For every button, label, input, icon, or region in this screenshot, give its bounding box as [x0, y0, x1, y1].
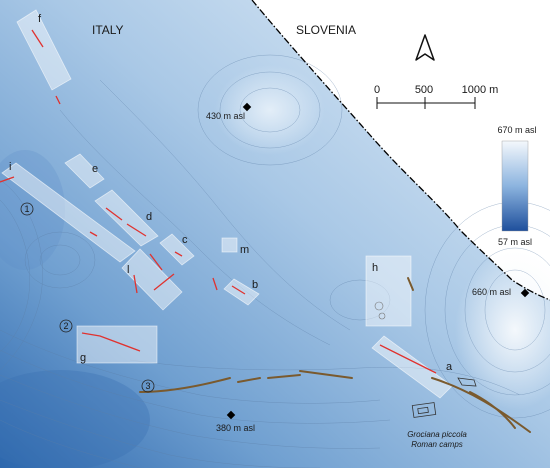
feature-a [379, 344, 437, 374]
feature-i2 [89, 231, 98, 237]
area-box-l [121, 248, 183, 311]
area-box-m [221, 237, 238, 253]
elevation-label-430: 430 m asl [206, 111, 245, 121]
area-box-e [64, 153, 105, 189]
area-box-c [159, 233, 195, 266]
scale-bar [376, 97, 476, 109]
circle-2-label: 2 [63, 321, 68, 331]
feature-i [0, 176, 15, 183]
circle-3-label: 3 [145, 381, 150, 391]
trench-3 [267, 374, 301, 379]
area-box-i [1, 162, 136, 263]
roman-camp-outlines [411, 377, 477, 418]
trench-5 [431, 377, 531, 433]
feature-lines [0, 29, 437, 374]
h-structures [374, 301, 386, 320]
legend-max-label: 670 m asl [497, 125, 536, 135]
area-box-d [94, 189, 159, 247]
country-label-italy: ITALY [92, 23, 124, 37]
circle-3 [141, 379, 155, 393]
camp-1 [411, 402, 437, 418]
country-label-slovenia: SLOVENIA [296, 23, 356, 37]
elevation-point-380 [226, 410, 236, 420]
area-label-g: g [80, 352, 86, 364]
feature-l2 [153, 273, 175, 291]
scale-label-1000: 1000 m [462, 84, 499, 96]
feature-b2 [231, 285, 246, 295]
area-label-m: m [240, 244, 249, 256]
area-boxes [1, 9, 453, 399]
elevation-markers [226, 102, 530, 420]
site-label-line1: Grociana piccola [407, 430, 467, 439]
elevation-point-660 [520, 288, 530, 298]
area-box-g [76, 325, 158, 364]
feature-b1 [212, 277, 218, 291]
camp-2 [457, 377, 477, 387]
area-label-b: b [252, 279, 258, 291]
site-label-line2: Roman camps [411, 440, 463, 449]
area-label-i: i [9, 161, 11, 173]
scale-label-0: 0 [374, 84, 380, 96]
feature-d [105, 207, 123, 221]
area-label-a: a [446, 361, 453, 373]
area-label-l: l [127, 264, 129, 276]
area-box-h [365, 255, 412, 327]
numbered-circles [20, 202, 155, 393]
area-label-c: c [182, 234, 188, 246]
circle-1 [20, 202, 34, 216]
trench-4 [299, 370, 353, 379]
feature-d2 [126, 223, 147, 237]
feature-l3 [133, 274, 138, 294]
camp-1-inner [417, 406, 429, 415]
circle-1-label: 1 [24, 204, 29, 214]
area-box-f [16, 9, 72, 91]
elevation-point-430 [242, 102, 252, 112]
elevation-label-380: 380 m asl [216, 423, 255, 433]
trench-h [407, 277, 414, 291]
feature-f2 [55, 95, 61, 105]
area-label-e: e [92, 163, 98, 175]
area-label-f: f [38, 13, 42, 25]
elevation-legend-bar [501, 140, 529, 232]
border-line [251, 0, 550, 301]
trench-6 [469, 391, 516, 429]
feature-f [31, 29, 44, 48]
area-label-d: d [146, 211, 152, 223]
area-label-h: h [372, 262, 378, 274]
feature-l1 [149, 253, 163, 271]
contour-lines [0, 54, 550, 468]
circle-2 [59, 319, 73, 333]
trench-2 [237, 377, 261, 383]
elevation-label-660: 660 m asl [472, 287, 511, 297]
feature-c [174, 251, 183, 257]
legend-min-label: 57 m asl [498, 237, 532, 247]
north-arrow-icon [415, 34, 435, 61]
scale-label-500: 500 [415, 84, 433, 96]
feature-g [81, 332, 141, 352]
